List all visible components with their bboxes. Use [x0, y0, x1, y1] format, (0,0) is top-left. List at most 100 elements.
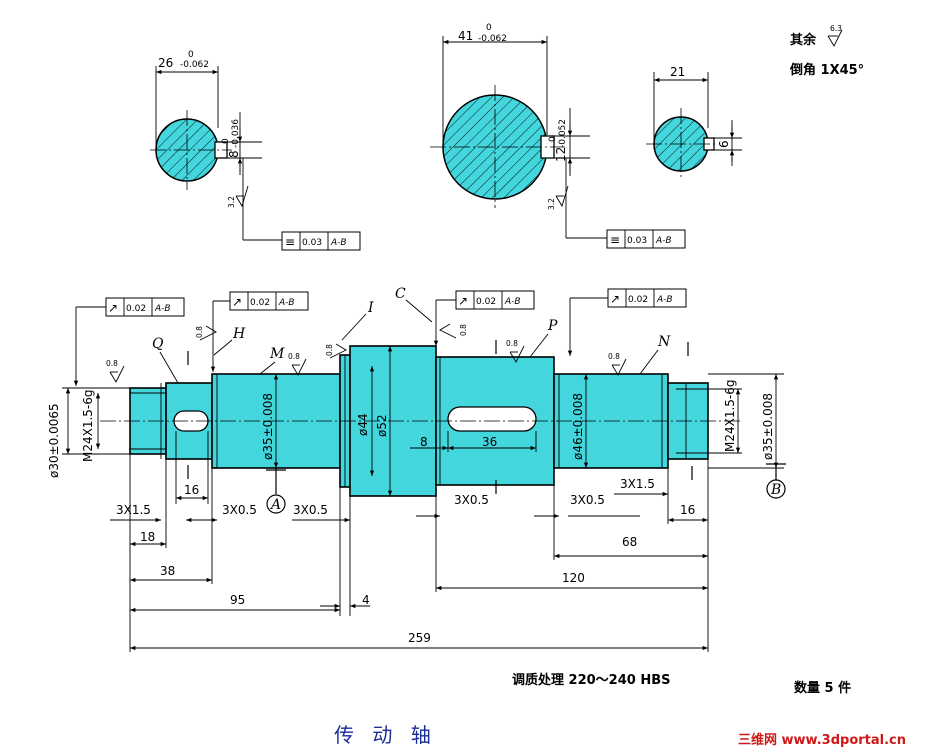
section-middle-width: 41 [458, 29, 473, 43]
svg-text:0: 0 [188, 50, 194, 60]
svg-text:A-B: A-B [154, 304, 171, 314]
svg-text:↗: ↗ [232, 295, 242, 309]
chamfer-note: 倒角 1X45° [789, 62, 864, 78]
label-M: M [269, 346, 285, 362]
svg-text:0: 0 [221, 138, 231, 144]
dim-d35-left: ø35±0.008 [261, 393, 275, 460]
svg-text:0.8: 0.8 [288, 352, 300, 361]
dim-68: 68 [622, 535, 637, 549]
dim-120: 120 [562, 571, 585, 585]
dim-thread-right: M24X1.5-6g [723, 379, 737, 452]
svg-text:-0.062: -0.062 [180, 60, 209, 70]
label-I: I [367, 300, 374, 316]
label-Q: Q [152, 336, 164, 352]
svg-text:A-B: A-B [330, 238, 347, 248]
dim-16-left: 16 [184, 483, 199, 497]
svg-text:0.02: 0.02 [628, 295, 648, 305]
section-left-width: 26 [158, 56, 173, 70]
heat-treatment-note: 调质处理 220～240 HBS [512, 672, 670, 688]
dim-d52: ø52 [375, 414, 389, 437]
dim-18: 18 [140, 530, 155, 544]
dim-3x05-a: 3X0.5 [222, 503, 257, 517]
dim-thread-left: M24X1.5-6g [81, 389, 95, 462]
drawing-title: 传 动 轴 [334, 723, 437, 747]
dim-16-right: 16 [680, 503, 695, 517]
svg-text:0.8: 0.8 [506, 339, 518, 348]
general-notes: 其余 6.3 倒角 1X45° [789, 24, 864, 78]
dim-8: 8 [420, 435, 428, 449]
svg-text:≡: ≡ [610, 233, 620, 247]
surface-labels: Q H M I C P N [152, 286, 671, 384]
section-middle-key: 12 [554, 147, 568, 162]
roughness-marks: 0.8 0.8 0.8 0.8 0.8 0.8 0.8 [106, 323, 627, 383]
svg-text:0.8: 0.8 [459, 324, 468, 336]
svg-text:-0.062: -0.062 [478, 34, 507, 44]
dim-95: 95 [230, 593, 245, 607]
dim-3x15-left: 3X1.5 [116, 503, 151, 517]
svg-text:B: B [770, 482, 781, 498]
svg-text:0.03: 0.03 [302, 238, 322, 248]
svg-text:A-B: A-B [278, 298, 295, 308]
svg-text:↗: ↗ [610, 292, 620, 306]
symmetry-tolerance-middle: ≡ 0.03 A-B [606, 229, 686, 249]
remaining-roughness-note: 其余 [790, 32, 817, 48]
svg-text:0.02: 0.02 [126, 304, 146, 314]
dim-36: 36 [482, 435, 497, 449]
dim-4: 4 [362, 593, 370, 607]
label-P: P [547, 318, 558, 334]
svg-text:0: 0 [548, 136, 558, 142]
runout-frame-2: ↗ 0.02 A-B [210, 291, 309, 372]
label-N: N [657, 334, 671, 350]
section-left-key: 8 [227, 150, 241, 158]
svg-text:0.02: 0.02 [476, 297, 496, 307]
svg-text:0.8: 0.8 [325, 344, 334, 356]
dim-38: 38 [160, 564, 175, 578]
dim-3x05-b: 3X0.5 [293, 503, 328, 517]
shaft-main-view [100, 340, 740, 497]
dim-d35-right: ø35±0.008 [761, 393, 775, 460]
svg-text:↗: ↗ [458, 294, 468, 308]
dim-d30: ø30±0.0065 [47, 403, 61, 478]
svg-text:A: A [269, 497, 281, 513]
svg-text:A-B: A-B [655, 236, 672, 246]
roughness-middle: 3.2 [547, 198, 556, 210]
section-middle: 41 0 -0.062 12 0 -0.052 3.2 ≡ 0.03 A-B [430, 23, 686, 249]
dim-3x15-right: 3X1.5 [620, 477, 655, 491]
section-right-width: 21 [670, 65, 685, 79]
svg-text:↗: ↗ [108, 301, 118, 315]
datum-A: A [266, 468, 286, 514]
svg-text:0.8: 0.8 [608, 352, 620, 361]
svg-text:0.8: 0.8 [106, 359, 118, 368]
svg-text:0.02: 0.02 [250, 298, 270, 308]
datum-B: B [766, 463, 786, 499]
runout-frame-1: ↗ 0.02 A-B [73, 297, 185, 386]
runout-frame-3: ↗ 0.02 A-B [433, 290, 535, 346]
svg-text:0: 0 [486, 23, 492, 33]
svg-text:A-B: A-B [656, 295, 673, 305]
quantity-note: 数量 5 件 [794, 680, 851, 696]
dim-259: 259 [408, 631, 431, 645]
runout-tolerances: ↗ 0.02 A-B ↗ 0.02 A-B ↗ 0.02 A-B [73, 288, 687, 386]
dim-d46: ø46±0.008 [571, 393, 585, 460]
watermark-logo: 三维网 www.3dportal.cn [738, 732, 906, 748]
section-right-key: 6 [717, 140, 731, 148]
roughness-left: 3.2 [227, 196, 236, 208]
dim-d44: ø44 [356, 413, 370, 436]
dim-3x05-c: 3X0.5 [454, 493, 489, 507]
svg-text:0.8: 0.8 [195, 326, 204, 338]
dim-3x05-d: 3X0.5 [570, 493, 605, 507]
svg-text:-0.036: -0.036 [231, 119, 241, 148]
runout-frame-4: ↗ 0.02 A-B [567, 288, 687, 356]
svg-text:0.03: 0.03 [627, 236, 647, 246]
length-dimensions: 16 3X1.5 3X0.5 3X0.5 18 38 95 4 259 8 36… [110, 431, 709, 652]
diameter-dimensions: ø30±0.0065 M24X1.5-6g ø35±0.008 ø44 ø52 … [47, 346, 784, 496]
label-C: C [395, 286, 406, 302]
section-left: 26 0 -0.062 8 0 -0.036 3.2 ≡ 0.03 A-B [150, 50, 361, 251]
section-right: 21 6 [646, 65, 742, 180]
label-H: H [232, 326, 246, 342]
symmetry-tolerance-left: ≡ 0.03 A-B [281, 231, 361, 251]
svg-text:6.3: 6.3 [830, 24, 842, 33]
svg-text:-0.052: -0.052 [558, 119, 568, 148]
svg-text:A-B: A-B [504, 297, 521, 307]
